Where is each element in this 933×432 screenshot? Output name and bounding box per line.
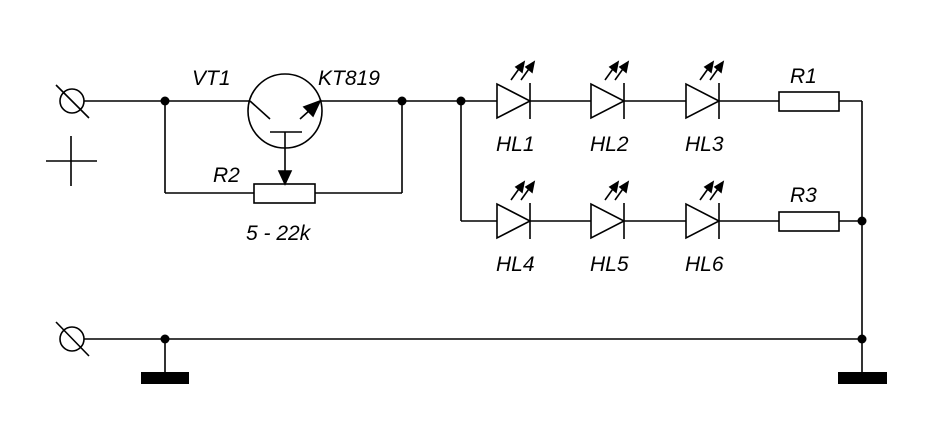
label-hl3: HL3 [685,133,724,156]
label-hl2: HL2 [590,133,629,156]
label-hl4: HL4 [496,253,535,276]
label-transistor-model: KT819 [318,67,380,90]
led-hl2 [590,82,626,120]
label-hl1: HL1 [496,133,535,156]
label-r1: R1 [790,65,817,88]
emission-arrow-head [713,180,725,194]
emission-arrow-head [524,60,536,74]
r2-loop-wires [164,100,403,194]
led-emission-arrows [510,60,725,201]
ground-symbol-right [838,372,887,384]
emission-arrow-head [713,60,725,74]
led-hl5 [590,202,626,240]
junction-dot [160,334,170,344]
ground-symbol-left [141,372,189,384]
wiper-arrow [277,170,293,186]
emission-arrow-head [703,60,715,74]
led-hl3 [685,82,721,120]
plus-sign [46,136,97,186]
junction-dots [160,96,867,344]
label-r2-value: 5 - 22k [246,222,312,245]
main-wire [320,100,497,222]
positive-terminal [55,84,165,119]
led-hl4 [496,202,532,240]
emitter-arrow [302,99,322,118]
resistor-r1 [778,91,840,112]
junction-dot [857,216,867,226]
label-r3: R3 [790,184,817,207]
junction-dot [160,96,170,106]
emission-arrow-head [608,180,620,194]
emission-arrow-head [618,60,630,74]
emission-arrow-head [618,180,630,194]
emission-arrow-head [514,60,526,74]
resistor-r3 [778,211,840,232]
emission-arrow-head [524,180,536,194]
label-r2: R2 [213,164,240,187]
label-hl6: HL6 [685,253,724,276]
negative-terminal [55,321,862,357]
junction-dot [397,96,407,106]
led-hl6 [685,202,721,240]
r2-potentiometer [253,183,316,204]
emission-arrow-head [608,60,620,74]
emission-arrow-head [514,180,526,194]
label-hl5: HL5 [590,253,629,276]
emission-arrow-head [703,180,715,194]
led-hl1 [496,82,532,120]
label-vt1: VT1 [192,67,231,90]
junction-dot [857,334,867,344]
transistor-vt1 [247,73,323,171]
junction-dot [456,96,466,106]
